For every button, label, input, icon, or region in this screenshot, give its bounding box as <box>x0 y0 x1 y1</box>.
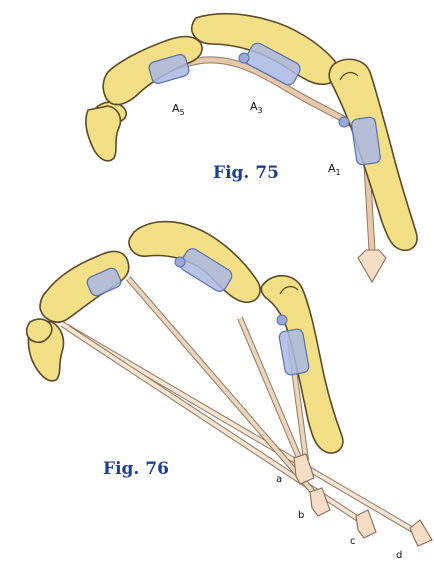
force-vector-label-a: a <box>276 474 282 485</box>
mcp-joint-marker <box>339 117 349 127</box>
mcp-joint-marker-76 <box>277 315 287 325</box>
force-vector-label-d: d <box>396 550 402 561</box>
figure-75-label: Fig. 75 <box>213 163 279 183</box>
force-vector-b-head <box>310 488 330 516</box>
force-vector-c-head <box>356 510 376 538</box>
force-vector-label-b: b <box>298 510 304 521</box>
pulley-label-a3: A3 <box>250 100 263 115</box>
pip-joint-marker <box>239 53 249 63</box>
tendon-pull-arrow <box>358 250 386 282</box>
force-vector-label-c: c <box>350 536 356 547</box>
pulley-label-a1: A1 <box>328 162 341 177</box>
pulley-label-a5: A5 <box>172 102 185 117</box>
pip-joint-marker-76 <box>175 257 185 267</box>
tendon-line-d <box>62 324 430 540</box>
distal-phalanx <box>86 106 120 161</box>
figure-76-label: Fig. 76 <box>103 459 169 479</box>
